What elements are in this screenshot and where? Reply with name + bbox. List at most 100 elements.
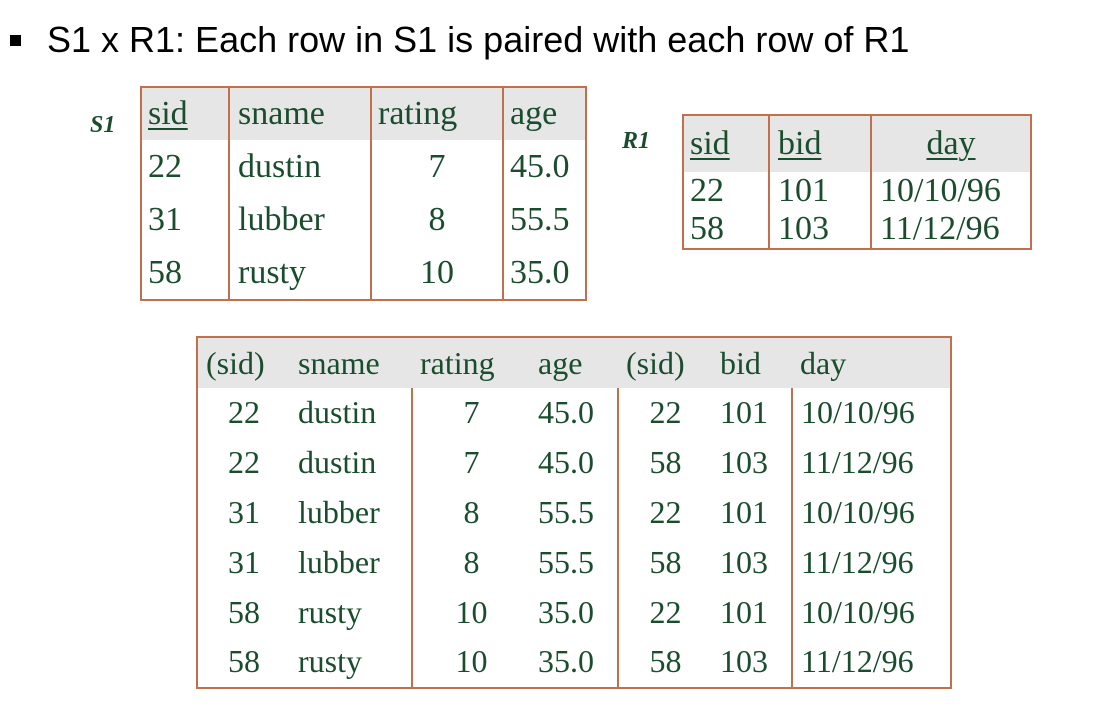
cross-product-table: (sid) sname rating age (sid) bid day 22 d…	[196, 336, 952, 689]
table-cell: 22	[649, 593, 682, 630]
r1-label: R1	[622, 128, 651, 154]
s1-label: S1	[90, 112, 116, 138]
table-cell: 10/10/96	[870, 172, 1032, 210]
table-cell: 11/12/96	[801, 643, 914, 680]
column-header: sid	[140, 87, 230, 140]
column-header-text: bid	[778, 125, 822, 162]
heading-text: S1 x R1: Each row in S1 is paired with e…	[47, 19, 910, 60]
table-cell: 55.5	[502, 193, 587, 246]
column-header: age	[502, 87, 587, 140]
column-header: bid	[768, 115, 872, 172]
table-cell: 45.0	[530, 437, 619, 488]
table-cell: rusty	[290, 587, 413, 637]
table-cell: rusty	[290, 636, 413, 688]
column-header-text: sid	[148, 95, 188, 132]
table-cell: 103	[768, 210, 872, 249]
table-cell: 58	[682, 210, 770, 249]
table-cell: 10/10/96	[801, 394, 915, 431]
column-header: age	[530, 337, 618, 388]
table-cell: 103	[712, 437, 793, 488]
column-header: sname	[228, 87, 372, 140]
table-cell: dustin	[290, 388, 413, 438]
table-row: 31 lubber 8 55.5	[140, 193, 587, 246]
table-cell: 101	[768, 172, 872, 210]
column-header-text: sid	[690, 125, 730, 162]
table-cell: 7	[370, 140, 504, 193]
table-cell: 101	[712, 587, 793, 637]
table-cell: 45.0	[530, 388, 619, 438]
table-cell: 10/10/96	[801, 593, 915, 630]
table-cell: 58	[649, 543, 682, 580]
table-cell: 10	[455, 643, 488, 680]
table-cell: 22	[140, 140, 230, 193]
table-cell: lubber	[228, 193, 372, 246]
table-cell: lubber	[290, 487, 413, 538]
table-cell: 22	[228, 394, 260, 431]
column-header: (sid)	[197, 337, 290, 388]
table-cell: 101	[712, 388, 793, 438]
table-cell: 35.0	[502, 246, 587, 300]
table-cell: dustin	[290, 437, 413, 488]
table-cell: 55.5	[530, 537, 619, 588]
table-cell: 8	[463, 543, 480, 580]
column-header: day	[870, 115, 1032, 172]
table-cell: 58	[649, 444, 682, 481]
table-cell: lubber	[290, 537, 413, 588]
table-cell: rusty	[228, 246, 372, 300]
table-cell: 45.0	[502, 140, 587, 193]
table-cell: 11/12/96	[801, 444, 914, 481]
table-cell: 103	[712, 537, 793, 588]
r1-table: sid bid day 22 101 10/10/96 58 103 11/12…	[682, 114, 1032, 250]
table-cell: 58	[649, 643, 682, 680]
column-header: sid	[682, 115, 770, 172]
column-header: sname	[290, 337, 412, 388]
table-cell: 11/12/96	[801, 543, 914, 580]
table-row: 22 101 10/10/96	[682, 172, 1032, 210]
column-header: day	[792, 337, 951, 388]
table-cell: 10	[370, 246, 504, 300]
column-header-text: day	[926, 125, 976, 162]
table-cell: 55.5	[530, 487, 619, 538]
s1-table: sid sname rating age 22 dustin 7 45.0 31…	[140, 86, 587, 301]
table-cell: 22	[228, 444, 260, 481]
table-cell: 31	[228, 543, 260, 580]
table-header-row: sid bid day	[682, 115, 1032, 172]
table-row: 58 rusty 10 35.0	[140, 246, 587, 300]
table-cell: 58	[228, 643, 260, 680]
column-header: (sid)	[618, 337, 712, 388]
table-cell: 22	[649, 394, 682, 431]
table-cell: dustin	[228, 140, 372, 193]
column-header: bid	[712, 337, 792, 388]
table-cell: 31	[140, 193, 230, 246]
bullet-square-icon	[10, 34, 21, 46]
column-header: rating	[412, 337, 530, 388]
table-cell: 31	[228, 493, 260, 530]
table-header-row: (sid) sname rating age (sid) bid day	[197, 337, 951, 388]
table-cell: 58	[228, 593, 260, 630]
table-cell: 10	[455, 593, 488, 630]
table-cell: 8	[370, 193, 504, 246]
table-header-row: sid sname rating age	[140, 87, 587, 140]
heading: S1 x R1: Each row in S1 is paired with e…	[10, 14, 909, 66]
table-cell: 7	[463, 394, 480, 431]
table-cell: 7	[463, 444, 480, 481]
table-cell: 35.0	[530, 636, 619, 688]
table-cell: 22	[682, 172, 770, 210]
table-cell: 35.0	[530, 587, 619, 637]
table-cell: 101	[712, 487, 793, 538]
table-cell: 8	[463, 493, 480, 530]
table-cell: 22	[649, 493, 682, 530]
table-row: 22 dustin 7 45.0	[140, 140, 587, 193]
table-row: 58 103 11/12/96	[682, 210, 1032, 249]
column-header: rating	[370, 87, 504, 140]
table-cell: 10/10/96	[801, 493, 915, 530]
table-cell: 103	[712, 636, 793, 688]
table-cell: 58	[140, 246, 230, 300]
table-cell: 11/12/96	[870, 210, 1032, 249]
